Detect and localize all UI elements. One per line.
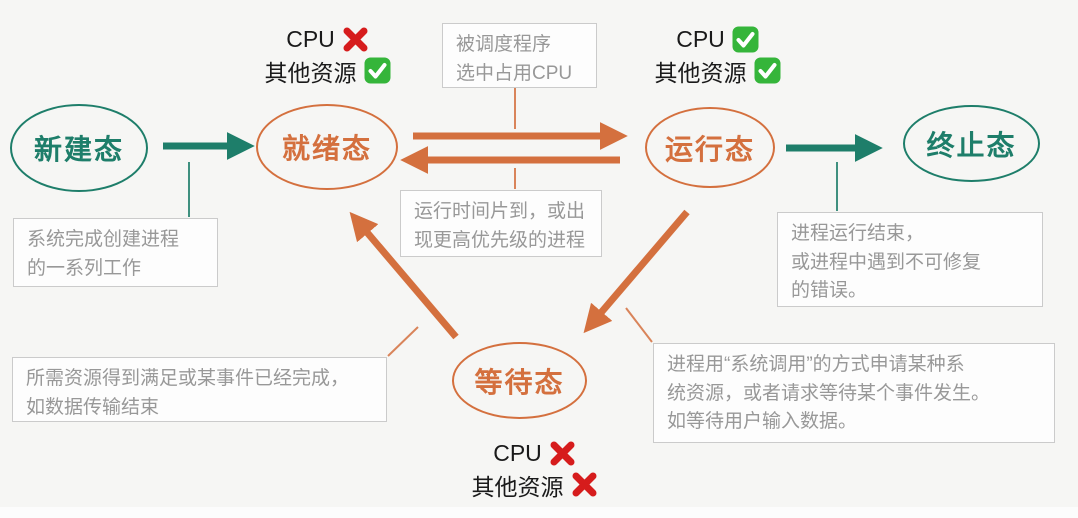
resources-label: 其他资源 bbox=[264, 59, 357, 86]
state-ready-label: 就绪态 bbox=[281, 133, 372, 164]
check-icon bbox=[754, 57, 780, 84]
state-waiting-label: 等待态 bbox=[474, 366, 565, 398]
check-icon bbox=[364, 57, 390, 84]
cross-icon bbox=[550, 441, 575, 466]
badge-waiting-resources-row: 其他资源 bbox=[445, 469, 625, 500]
state-running-label: 运行态 bbox=[664, 133, 755, 165]
canvas-bottom-edge bbox=[0, 507, 1078, 518]
note-resource-ready: 所需资源得到满足或某事件已经完成， 如数据传输结束 bbox=[12, 357, 387, 422]
state-running: 运行态 bbox=[645, 107, 775, 188]
cross-icon bbox=[572, 472, 596, 497]
badge-running-cpu-row: CPU bbox=[633, 24, 803, 55]
badge-waiting-resources: CPU 其他资源 bbox=[445, 438, 625, 500]
connector-syscall-note bbox=[625, 307, 653, 343]
note-dispatch: 被调度程序 选中占用CPU bbox=[442, 23, 597, 88]
badge-running-resources: CPU 其他资源 bbox=[633, 24, 803, 86]
state-new: 新建态 bbox=[10, 104, 148, 192]
note-create: 系统完成创建进程 的一系列工作 bbox=[13, 218, 218, 287]
connector-resource-note bbox=[387, 326, 419, 357]
state-terminated-label: 终止态 bbox=[926, 129, 1017, 161]
state-new-label: 新建态 bbox=[33, 134, 124, 165]
badge-waiting-cpu-row: CPU bbox=[445, 438, 625, 469]
check-icon bbox=[732, 26, 759, 53]
note-finish: 进程运行结束， 或进程中遇到不可修复 的错误。 bbox=[777, 212, 1043, 307]
cpu-label: CPU bbox=[676, 26, 725, 52]
badge-running-resources-row: 其他资源 bbox=[633, 55, 803, 86]
cpu-label: CPU bbox=[286, 26, 335, 52]
state-ready: 就绪态 bbox=[256, 104, 398, 190]
cross-icon bbox=[343, 27, 368, 52]
cpu-label: CPU bbox=[493, 440, 542, 466]
resources-label: 其他资源 bbox=[654, 59, 747, 86]
badge-ready-resources: CPU 其他资源 bbox=[243, 24, 413, 86]
note-syscall-wait: 进程用“系统调用”的方式申请某种系 统资源，或者请求等待某个事件发生。 如等待用… bbox=[653, 343, 1055, 443]
arrow-running-to-waiting bbox=[583, 209, 690, 334]
resources-label: 其他资源 bbox=[471, 473, 564, 500]
note-timeslice: 运行时间片到，或出 现更高优先级的进程 bbox=[400, 190, 602, 257]
state-terminated: 终止态 bbox=[903, 105, 1040, 182]
state-waiting: 等待态 bbox=[452, 342, 587, 419]
badge-ready-resources-row: 其他资源 bbox=[243, 55, 413, 86]
badge-ready-cpu-row: CPU bbox=[243, 24, 413, 55]
